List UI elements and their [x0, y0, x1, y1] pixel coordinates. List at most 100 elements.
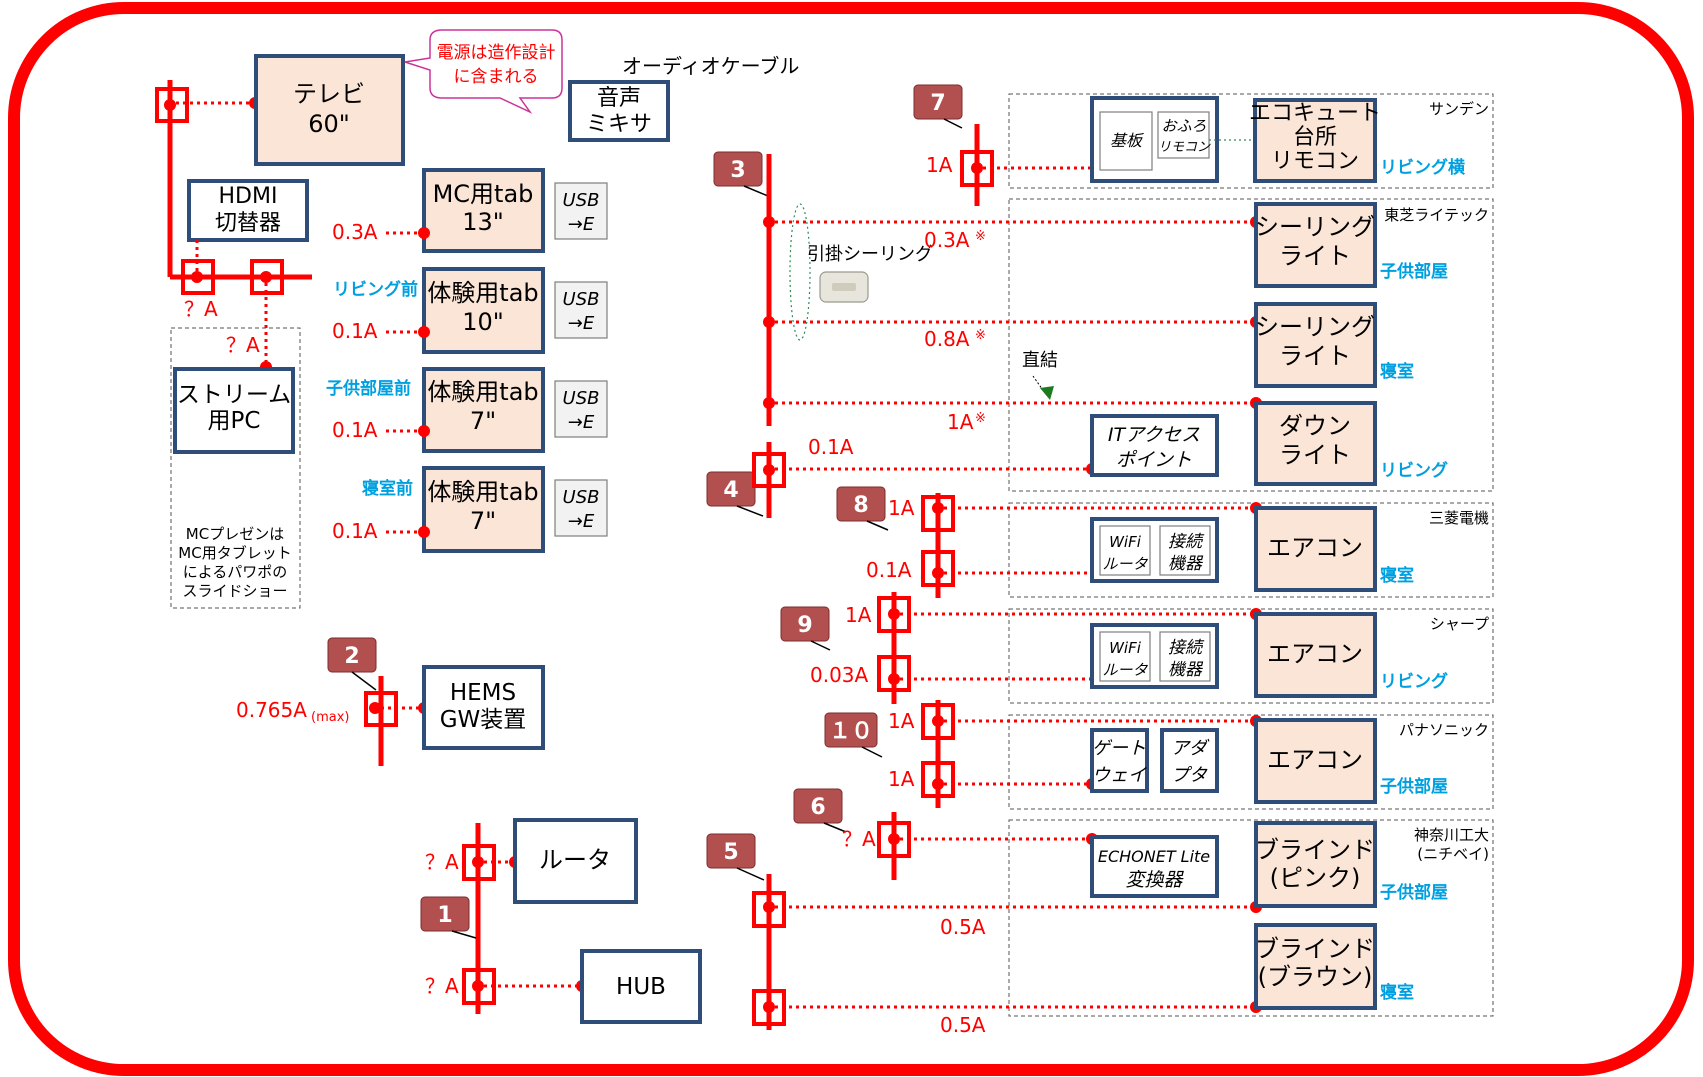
room-living-front: リビング前 — [333, 279, 418, 300]
usb-e-1-label-1: USB — [563, 190, 600, 211]
ofuro-label-2: リモコン — [1158, 140, 1211, 155]
stream-pc-box — [173, 367, 295, 454]
plug-tab-bedroom — [418, 526, 430, 538]
echonet-label-1: ECHONET Lite — [1098, 847, 1210, 866]
callout-text-1: 電源は造作設計 — [437, 43, 556, 63]
hdmi-label-2: 切替器 — [215, 211, 281, 236]
badge-1-pointer — [451, 930, 477, 939]
mc-note-1: MCプレゼンは — [186, 525, 284, 543]
tab-bedroom-label-2: 7" — [470, 507, 496, 535]
usb-e-1-label-2: →E — [568, 214, 595, 235]
amp-echonet: ？A — [842, 827, 876, 851]
gateway-label-2: ウェイ — [1092, 765, 1147, 786]
amp-router: ？A — [425, 850, 459, 874]
stream-pc-label-1: ストリーム — [177, 382, 291, 408]
room-child-3: 子供部屋 — [1380, 882, 1448, 903]
badge-2-pointer — [351, 671, 377, 691]
amp-hdmi: ？A — [184, 297, 218, 321]
room-living-2: リビング — [1380, 671, 1448, 692]
hems-label-1: HEMS — [450, 680, 516, 706]
usb-e-2 — [554, 281, 608, 339]
plug-tab-living — [418, 326, 430, 338]
kiban-label: 基板 — [1110, 131, 1144, 150]
badge-3-label: 3 — [730, 158, 745, 183]
amp-ecocute: 1A — [926, 153, 953, 177]
room-bedroom-1: 寝室 — [1380, 361, 1414, 382]
badge-2-label: 2 — [344, 644, 359, 669]
sharp-wifi-router — [1099, 631, 1151, 682]
echonet-box — [1090, 835, 1219, 898]
amp-mitsubishi-ac: 1A — [888, 496, 915, 520]
ecocute-label-2: 台所 — [1293, 125, 1337, 150]
plug-mitsubishi-wifi — [932, 567, 944, 579]
amp-mc-tab: 0.3A — [332, 220, 378, 244]
outlet-blind-pink — [752, 891, 786, 928]
mitsubishi-connected-label-1: 接続 — [1168, 532, 1205, 552]
hdmi-label-1: HDMI — [219, 184, 278, 209]
mitsubishi-connected — [1159, 525, 1211, 576]
tv-label-2: 60" — [308, 110, 350, 138]
ceiling2-label-2: ライト — [1279, 342, 1351, 370]
maker-mitsubishi: 三菱電機 — [1429, 509, 1489, 527]
amp-blind-brown: 0.5A — [940, 1013, 986, 1037]
ofuro-box — [1157, 111, 1210, 159]
amp-ceiling2: 0.8A — [924, 327, 970, 351]
downlight-label-1: ダウン — [1279, 412, 1351, 440]
plug-router — [472, 856, 484, 868]
amp-ceiling1-note: ※ — [975, 229, 986, 244]
blind-pink-label-1: ブラインド — [1255, 836, 1375, 864]
plug-panasonic-ac — [932, 715, 944, 727]
badge-6-pointer — [823, 822, 847, 833]
mitsubishi-wifi-label-2: ルータ — [1102, 555, 1148, 573]
amp-hub: ？A — [425, 974, 459, 998]
badge-8-label: 8 — [853, 493, 868, 518]
sharp-wifi-label-2: ルータ — [1102, 661, 1148, 679]
echonet-label-2: 変換器 — [1125, 869, 1184, 891]
amp-tab-child: 0.1A — [332, 418, 378, 442]
plug-ceiling1 — [763, 216, 775, 228]
amp-tab-bedroom: 0.1A — [332, 519, 378, 543]
tv-label-1: テレビ — [293, 80, 365, 108]
tab-living-label-1: 体験用tab — [427, 279, 538, 307]
mitsubishi-ac-box — [1254, 506, 1377, 592]
blind-brown-label-1: ブラインド — [1255, 935, 1375, 963]
mitsubishi-connected-label-2: 機器 — [1168, 554, 1204, 574]
chokketsu-arrow — [1040, 386, 1054, 400]
mc-note-frame — [170, 327, 301, 609]
sharp-wifi-label-1: WiFi — [1109, 639, 1142, 657]
badge-9-pointer — [810, 640, 831, 651]
plug-sharp-wifi — [888, 673, 900, 685]
group-mitsubishi — [1008, 502, 1494, 598]
maker-toshiba: 東芝ライテック — [1384, 206, 1489, 224]
blind-brown-box — [1254, 923, 1377, 1010]
panasonic-ac-box — [1254, 718, 1377, 804]
mc-tab-label-2: 13" — [462, 208, 504, 236]
room-bedroom-front: 寝室前 — [362, 478, 413, 499]
ceiling2-label-1: シーリング — [1255, 313, 1375, 341]
chokketsu-label: 直結 — [1022, 350, 1058, 371]
plug-pc — [260, 271, 272, 283]
hikikake-label: 引掛シーリング — [807, 244, 933, 265]
room-living-1: リビング — [1380, 460, 1448, 481]
badge-8 — [836, 486, 886, 522]
panasonic-ac-label: エアコン — [1267, 746, 1363, 774]
outlet-tv — [155, 87, 189, 123]
sharp-ac-box — [1254, 612, 1377, 698]
outlet-hdmi — [181, 259, 215, 295]
room-living-side: リビング横 — [1380, 157, 1465, 178]
ceiling-socket-slot — [832, 283, 856, 291]
group-sanden — [1008, 93, 1494, 189]
badge-5-pointer — [736, 867, 765, 881]
hikikake-ellipse — [789, 203, 811, 341]
room-child-1: 子供部屋 — [1380, 261, 1448, 282]
plug-tv — [164, 99, 176, 111]
amp-ceiling2-note: ※ — [975, 328, 986, 343]
mitsubishi-wifi-router — [1099, 525, 1151, 576]
mixer-label-1: 音声 — [597, 86, 641, 111]
badge-10-pointer — [861, 746, 883, 758]
plug-mitsubishi-ac — [932, 502, 944, 514]
adapter-box — [1160, 728, 1219, 793]
itap-box — [1090, 414, 1219, 477]
outlet-panasonic-gw — [921, 761, 955, 798]
